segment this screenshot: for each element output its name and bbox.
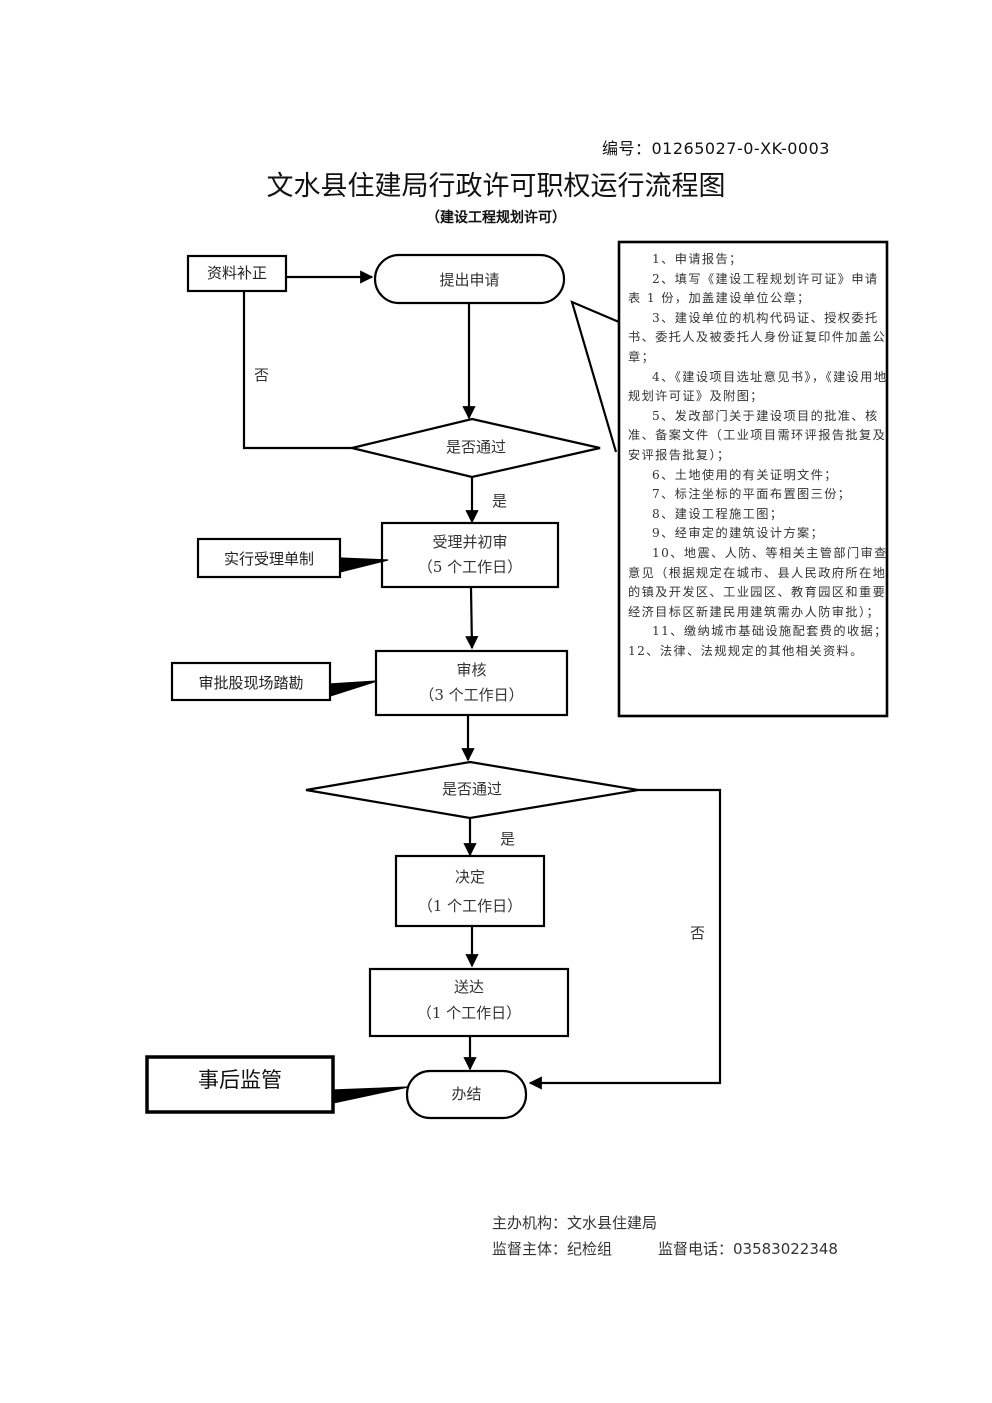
requirement-item: 6、土地使用的有关证明文件； — [652, 467, 838, 482]
branch-yes-1: 是 — [492, 492, 508, 510]
deliver-days: （1 个工作日） — [416, 1004, 522, 1022]
review-note-box — [170, 661, 332, 702]
deliver-box — [368, 967, 570, 1038]
review-days: （3 个工作日） — [419, 686, 524, 704]
connector-check2-no — [528, 788, 722, 1090]
accept-box — [380, 521, 560, 589]
page-title: 文水县住建局行政许可职权运行流程图 — [266, 171, 726, 202]
arrow-accept-to-review — [465, 587, 479, 650]
finish-terminator — [405, 1069, 528, 1120]
requirement-item: 2、填写《建设工程规划许可证》申请表 1 份，加盖建设单位公章； — [628, 271, 879, 306]
finish-note-box — [145, 1055, 335, 1114]
requirement-item: 9、经审定的建筑设计方案； — [652, 526, 825, 541]
page-subtitle: （建设工程规划许可） — [426, 210, 566, 226]
check1-diamond — [351, 417, 601, 479]
requirement-item: 1、申请报告； — [652, 252, 743, 266]
review-title: 审核 — [456, 661, 487, 679]
review-note-pointer — [329, 680, 378, 697]
decide-title: 决定 — [454, 868, 485, 886]
apply-terminator — [373, 253, 566, 305]
footer-phone: 监督电话：03583022348 — [658, 1240, 838, 1258]
requirement-item: 8、建设工程施工图； — [652, 506, 784, 521]
accept-days: （5 个工作日） — [417, 558, 523, 576]
decide-days: （1 个工作日） — [417, 897, 523, 915]
requirement-item: 7、标注坐标的平面布置图三份； — [652, 487, 852, 502]
apply-label: 提出申请 — [439, 271, 500, 289]
branch-yes-2: 是 — [500, 830, 516, 848]
footer-supervisor: 监督主体：纪检组 — [492, 1240, 613, 1258]
finish-note-pointer — [332, 1086, 409, 1104]
branch-no-2: 否 — [690, 924, 706, 942]
supplement-label: 资料补正 — [206, 264, 267, 282]
accept-title: 受理并初审 — [432, 533, 508, 551]
deliver-title: 送达 — [453, 978, 484, 996]
requirement-item: 5、发改部门关于建设项目的批准、核准、备案文件（工业项目需环评报告批复及安评报告… — [628, 408, 887, 462]
finish-label: 办结 — [451, 1085, 482, 1103]
accept-note-box — [196, 537, 342, 579]
requirements-box — [617, 240, 889, 718]
branch-no-1: 否 — [254, 366, 270, 384]
requirement-item: 12、法律、法规规定的其他相关资料。 — [628, 643, 864, 658]
decide-box — [394, 854, 546, 928]
accept-note-label: 实行受理单制 — [223, 550, 314, 568]
requirements-callout-pointer — [570, 300, 620, 453]
supplement-box — [186, 254, 288, 293]
requirements-list: 1、申请报告； 2、填写《建设工程规划许可证》申请表 1 份，加盖建设单位公章；… — [620, 244, 894, 665]
requirement-item: 11、缴纳城市基础设施配套费的收据； — [652, 624, 888, 639]
accept-note-pointer — [339, 557, 389, 573]
check2-diamond — [305, 760, 639, 820]
requirement-item: 3、建设单位的机构代码证、授权委托书、委托人及被委托人身份证复印件加盖公章； — [628, 310, 887, 364]
check1-label: 是否通过 — [445, 438, 506, 456]
footer-host-org: 主办机构：文水县住建局 — [492, 1214, 658, 1232]
requirement-item: 10、地震、人防、等相关主管部门审查意见（根据规定在城市、县人民政府所在地的镇及… — [628, 545, 888, 619]
connector-check1-no — [242, 292, 352, 450]
document-number: 编号：01265027-0-XK-0003 — [602, 139, 830, 158]
requirement-item: 4、《建设项目选址意见书》，《建设用地规划许可证》及附图； — [628, 369, 888, 404]
review-note-label: 审批股现场踏勘 — [198, 674, 304, 692]
check2-label: 是否通过 — [441, 780, 502, 798]
review-box — [374, 649, 569, 717]
finish-note-label: 事后监管 — [198, 1068, 282, 1092]
